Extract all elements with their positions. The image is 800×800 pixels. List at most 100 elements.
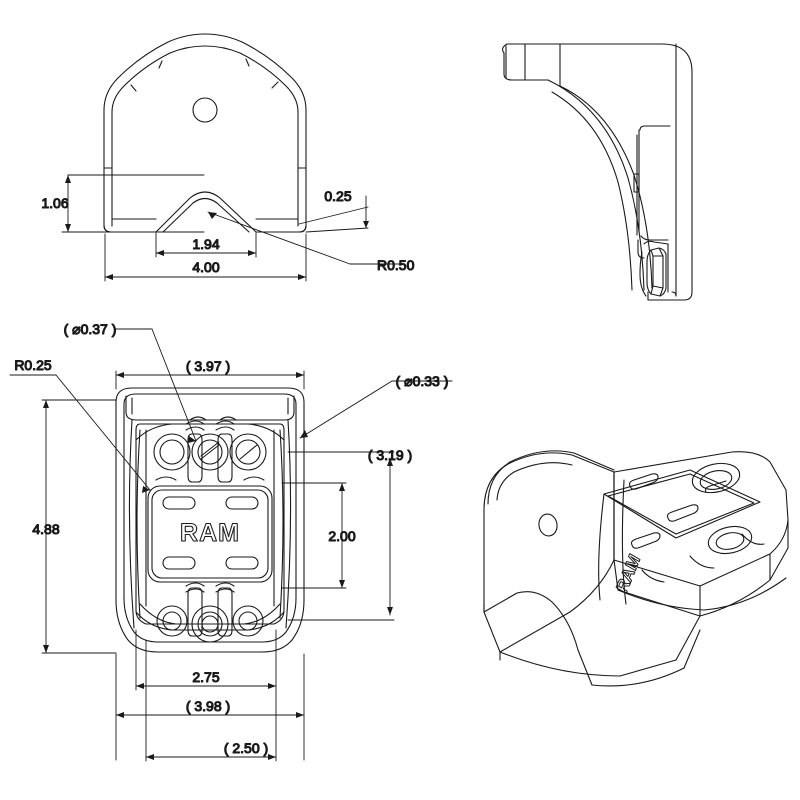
dim-4-00-arrow-l (105, 274, 113, 280)
iso-base-edge-r2 (683, 629, 701, 669)
plan-shelf-bottom (135, 611, 285, 631)
plan-boss-tc-inner (197, 439, 223, 465)
iso-bore-tr-outer (691, 462, 741, 494)
dim-4-00-arrow-r (298, 274, 306, 280)
side-rib-inner2 (551, 91, 633, 291)
side-block-top2 (643, 240, 669, 245)
plan-slot-br (225, 556, 259, 570)
front-outline-upper (103, 33, 307, 233)
iso-left-dimple (538, 513, 558, 537)
plan-rib-slot-tl (187, 433, 203, 483)
plan-boss-tl-outer (153, 433, 191, 471)
dim-2-75-arrow-r (268, 683, 276, 689)
front-tick-ul2 (158, 60, 163, 69)
front-notch-inner (155, 191, 257, 233)
dim-3-97-arrow-l (116, 372, 124, 378)
plan-slot-bl (162, 556, 196, 570)
plan-boss-br-outer (232, 605, 264, 637)
dim-label-3-97: ( 3.97 ) (186, 358, 230, 374)
plan-slot-tl (162, 496, 196, 510)
iso-bore-br-outer (707, 525, 753, 555)
plan-ram-logo-text: RAM (180, 519, 240, 547)
plan-fillet-c1 (155, 476, 177, 481)
front-notch-offset (162, 197, 250, 233)
dim-r025-arrow (142, 486, 150, 493)
top-plan-view (115, 387, 305, 653)
iso-slot-2 (666, 504, 699, 522)
dim-3-19-arrow-b (387, 607, 393, 615)
dim-label-2-50: ( 2.50 ) (224, 740, 268, 756)
side-slot-chamfer-1 (650, 249, 654, 257)
dim-2-50-arrow-l (146, 754, 154, 760)
iso-bore-tr-inner (699, 470, 733, 490)
dim-1-06-arrow-bot (65, 224, 71, 232)
dim-label-r025: R0.25 (14, 357, 52, 373)
plan-inner-frame (135, 423, 285, 625)
front-view-dimensions (61, 174, 405, 282)
iso-body-seam3 (621, 479, 627, 605)
plan-boss-tr-inner (235, 439, 261, 465)
plan-fillet-b3 (185, 588, 205, 593)
plan-top-band (125, 395, 295, 421)
side-slot-chamfer-2 (658, 247, 664, 257)
plan-wall-l-1 (136, 429, 141, 619)
iso-skirt-curve (617, 577, 787, 611)
dim-label-0-25: 0.25 (324, 188, 351, 204)
side-plate-bot-corner (671, 291, 677, 297)
dim-2-00-arrow-t (339, 483, 345, 491)
side-slot-chamfer-3 (650, 285, 654, 295)
dim-1-94-arrow-l (156, 250, 164, 256)
side-block-curve (639, 251, 647, 297)
dim-1-06-arrow-top (65, 175, 71, 183)
dim-label-2-00: 2.00 (328, 528, 355, 544)
plan-fillet-5 (185, 426, 205, 431)
dim-r050-arrow (208, 212, 217, 219)
plan-slot-tr (225, 496, 259, 510)
dim-2-00-arrow-b (339, 580, 345, 588)
plan-fillet-3 (215, 420, 235, 425)
plan-boss-bl-outer (156, 605, 188, 637)
side-plate-bottom (647, 291, 693, 301)
side-block-left-1 (637, 239, 645, 259)
dim-label-1-06: 1.06 (41, 195, 68, 211)
dim-d033-arrow (300, 430, 308, 438)
side-elevation-view (502, 43, 693, 301)
dim-r025-leader (55, 374, 151, 491)
front-tick-ur2 (245, 58, 250, 67)
dim-label-2-75: 2.75 (192, 669, 219, 685)
dim-0-25-arrow (363, 221, 369, 228)
front-bottom-right-edge (255, 224, 307, 233)
side-block-top (640, 235, 669, 241)
plan-shelf-top (135, 423, 285, 441)
dim-4-88-arrow-b (43, 645, 49, 653)
iso-base-edge-r (675, 615, 701, 661)
iso-left-wedge (483, 452, 615, 653)
front-inner-offset (111, 45, 299, 227)
plan-boss-tc-slot (200, 444, 220, 460)
dim-label-4-88: 4.88 (32, 521, 59, 537)
plan-fillet-b4 (215, 588, 235, 593)
plan-boss-tr-outer (229, 433, 267, 471)
plan-boss-tr-slot (239, 444, 258, 460)
iso-bore-br-inner (715, 532, 745, 550)
dim-0-25-leader (298, 206, 369, 225)
iso-slot-3 (630, 532, 661, 549)
plan-fillet-b2 (215, 582, 235, 587)
side-rib-inner (547, 79, 645, 291)
front-tick-ul (130, 84, 137, 92)
dim-d037-leader (151, 328, 197, 442)
plan-rib-slot-tr (217, 433, 233, 483)
plan-ram-plate-inner (151, 489, 269, 579)
dim-d037-arrow (188, 436, 196, 443)
iso-left-rim2 (496, 462, 573, 501)
plan-ram-logo: RAM (179, 518, 240, 547)
side-small-notch (633, 173, 640, 193)
iso-slot-1 (628, 473, 659, 490)
front-center-hole (192, 97, 218, 123)
iso-body-seam2 (598, 493, 605, 601)
dim-label-d033: ( ⌀0.33 ) (396, 373, 449, 389)
front-elevation-view (103, 33, 307, 233)
plan-view-dimensions (9, 328, 453, 762)
